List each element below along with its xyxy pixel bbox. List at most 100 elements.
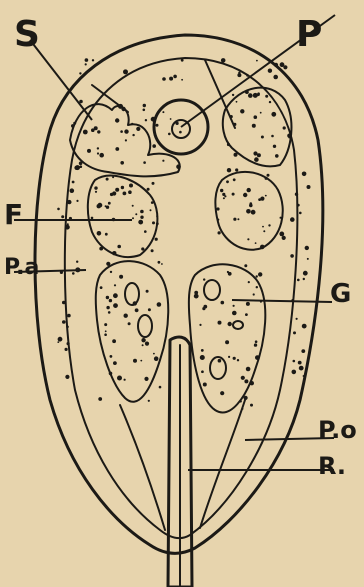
stipple-dot <box>98 397 102 401</box>
stipple-dot <box>218 321 222 325</box>
stipple-dot <box>283 65 287 69</box>
stipple-dot <box>221 301 225 305</box>
stipple-dot <box>253 93 258 98</box>
stipple-dot <box>230 115 233 118</box>
gill-filament <box>125 283 139 305</box>
lower-right-fold <box>200 400 245 528</box>
stipple-dot <box>201 349 204 352</box>
stipple-dot <box>105 205 107 207</box>
stipple-dot <box>245 313 248 316</box>
stipple-dot <box>58 337 63 342</box>
stipple-dot <box>109 372 113 376</box>
stipple-dot <box>233 218 236 221</box>
stipple-dot <box>143 109 146 112</box>
stipple-dot <box>251 210 256 215</box>
stipple-dot <box>217 219 219 221</box>
stipple-dot <box>105 330 107 332</box>
stipple-dot <box>108 311 111 314</box>
stipple-dot <box>157 302 162 307</box>
stipple-dot <box>112 176 114 178</box>
stipple-dot <box>279 232 284 237</box>
stipple-dot <box>293 360 296 363</box>
stipple-dot <box>173 75 177 79</box>
stipple-dot <box>218 359 222 363</box>
stipple-dot <box>260 112 262 114</box>
stipple-dot <box>203 383 207 387</box>
stipple-dot <box>307 258 309 260</box>
stipple-dot <box>292 370 297 375</box>
stipple-dot <box>144 230 147 233</box>
stipple-dot <box>169 77 173 81</box>
stipple-dot <box>303 271 308 276</box>
stipple-dot <box>94 186 97 189</box>
stipple-dot <box>224 195 226 197</box>
stipple-dot <box>293 331 296 334</box>
stipple-dot <box>132 134 134 136</box>
stipple-dot <box>117 376 122 381</box>
stipple-dot <box>162 160 164 162</box>
stipple-dot <box>241 376 245 380</box>
stipple-dot <box>106 262 110 266</box>
stipple-dot <box>233 305 235 307</box>
stipple-dot <box>143 161 146 164</box>
stipple-dot <box>179 131 182 134</box>
stipple-dot <box>72 272 75 275</box>
stipple-dot <box>237 218 239 220</box>
stipple-dot <box>109 299 112 302</box>
stipple-dot <box>161 263 163 265</box>
stipple-dot <box>199 324 201 326</box>
stipple-dot <box>76 261 78 263</box>
stipple-dot <box>67 223 69 225</box>
stipple-dot <box>65 348 68 351</box>
stipple-dot <box>83 130 88 135</box>
stipple-dot <box>114 284 116 286</box>
stipple-dot <box>265 177 268 180</box>
stipple-dot <box>225 340 229 344</box>
stipple-dot <box>303 278 305 280</box>
stipple-dot <box>112 251 116 255</box>
stipple-dot <box>246 74 249 77</box>
stipple-dot <box>218 231 221 234</box>
stipple-dot <box>119 275 123 279</box>
stipple-dot <box>253 293 255 295</box>
stipple-dot <box>97 152 99 154</box>
stipple-dot <box>232 311 237 316</box>
stipple-dot <box>145 342 149 346</box>
stipple-dot <box>290 254 294 258</box>
stipple-dot <box>250 404 253 407</box>
stipple-dot <box>140 360 142 362</box>
stipple-dot <box>282 236 286 240</box>
stipple-dot <box>97 147 99 149</box>
stipple-dot <box>99 247 103 251</box>
stipple-dot <box>79 72 81 74</box>
stipple-dot <box>248 93 253 98</box>
stipple-dot <box>232 193 235 196</box>
stipple-dot <box>156 124 159 127</box>
stipple-dot <box>255 355 260 360</box>
lower-right-gill-mass <box>189 264 265 412</box>
stipple-dot <box>72 181 75 184</box>
stipple-dot <box>132 205 134 207</box>
stipple-dot <box>57 208 60 211</box>
stipple-dot <box>273 145 276 148</box>
stipple-dot <box>76 200 78 202</box>
label-s: S <box>14 14 40 55</box>
stipple-dot <box>65 225 70 230</box>
stipple-dot <box>142 344 144 346</box>
stipple-dot <box>57 341 59 343</box>
stipple-dot <box>275 154 279 158</box>
stipple-dot <box>113 361 117 365</box>
stipple-dot <box>246 302 250 306</box>
stipple-dot <box>131 123 133 125</box>
stipple-dot <box>120 130 123 133</box>
stipple-dot <box>71 124 75 128</box>
stipple-dot <box>125 139 127 141</box>
stipple-dot <box>79 162 83 166</box>
stipple-dot <box>168 133 171 136</box>
stipple-dot <box>258 272 262 276</box>
stipple-dot <box>143 104 146 107</box>
stipple-dot <box>150 209 152 211</box>
stipple-dot <box>129 184 133 188</box>
stipple-dot <box>265 95 268 98</box>
label-r: R. <box>318 452 346 480</box>
